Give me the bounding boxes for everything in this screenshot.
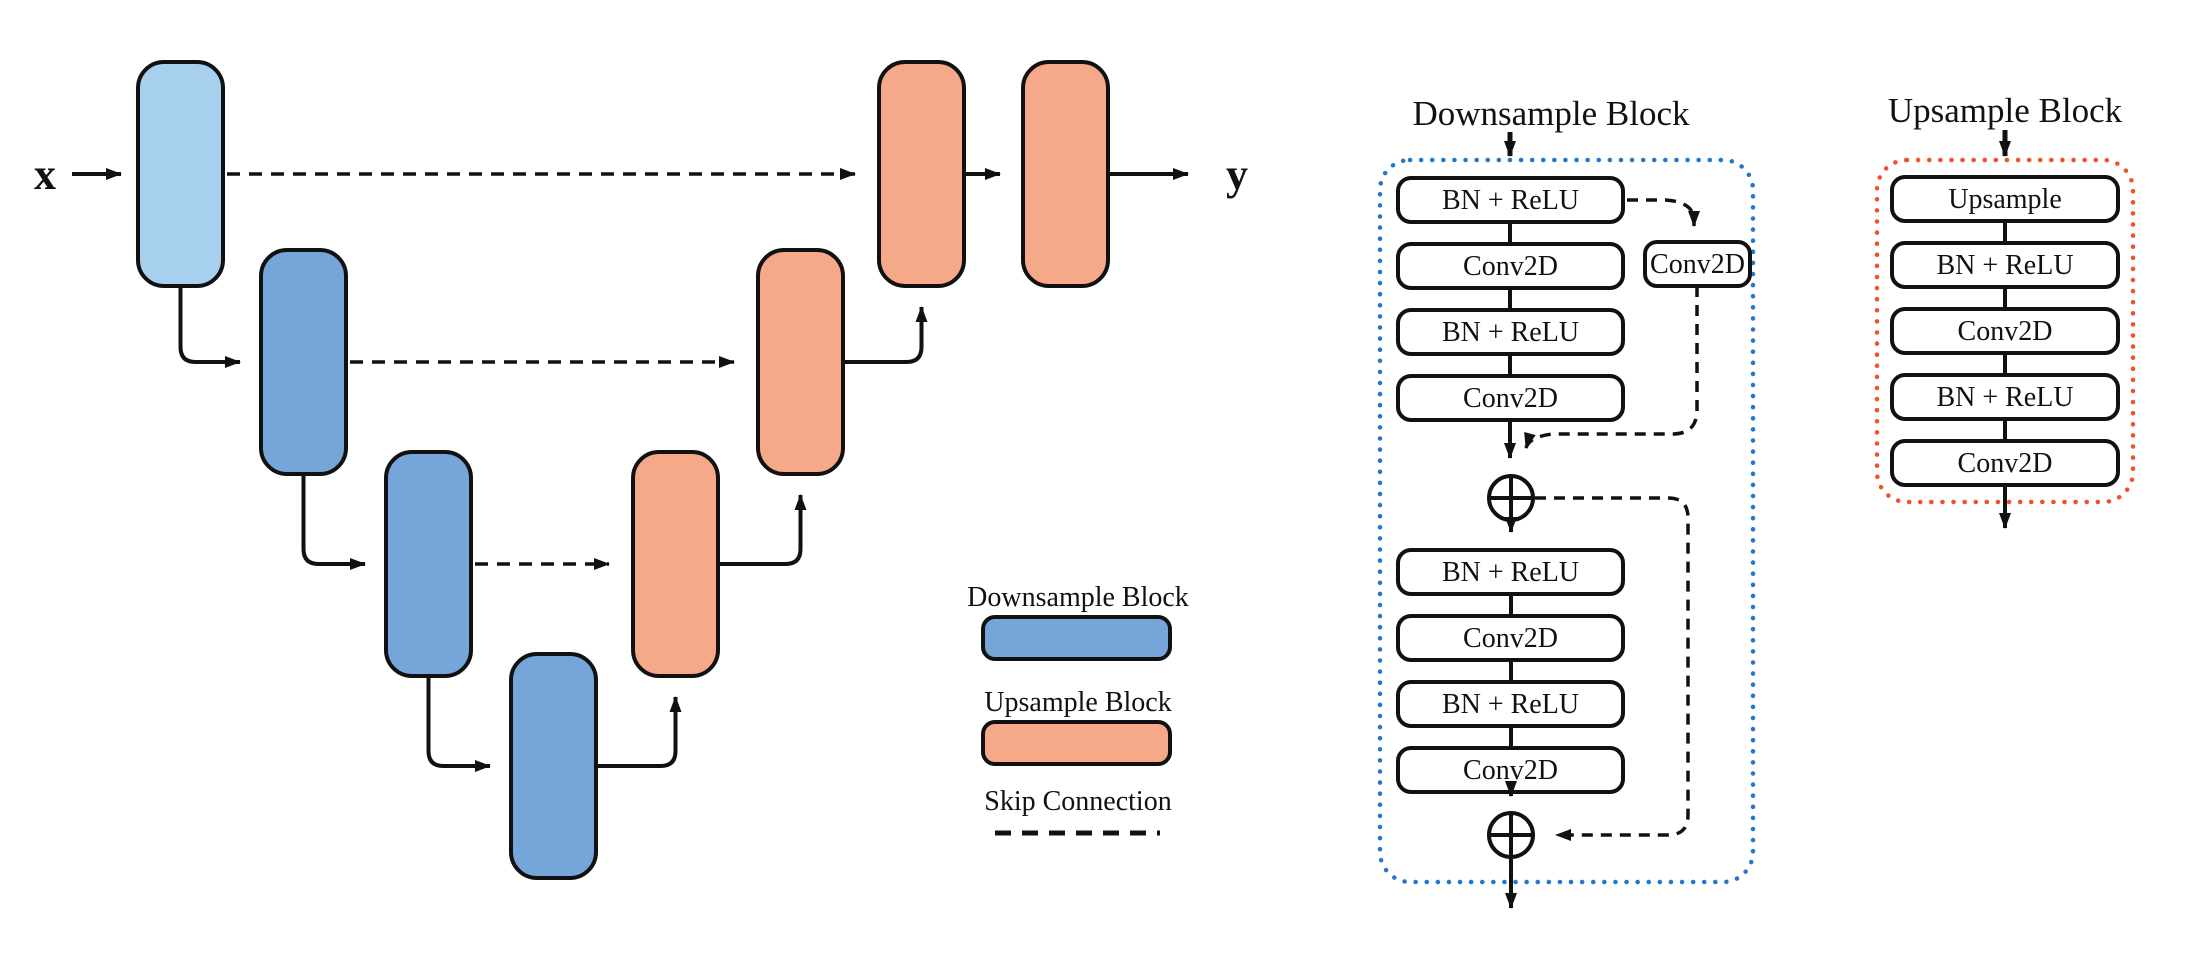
upsample-block-2 [756,248,845,476]
legend-skip-label: Skip Connection [984,786,1171,817]
input-downsample-block-1 [136,60,225,288]
layer-box-conv2d [1890,307,2120,355]
legend-downsample-label: Downsample Block [967,582,1189,613]
layer-box-bn-relu [1890,241,2120,289]
layer-label: BN + ReLU [1442,317,1579,348]
down-connector-2 [301,476,366,570]
layer-box-bn-relu [1396,308,1625,356]
legend-upsample-label: Upsample Block [984,687,1171,718]
layer-label: Conv2D [1958,448,2053,479]
downsample-block-4 [509,652,598,880]
layer-box-conv2d [1396,614,1625,662]
up-connector-3 [845,306,928,364]
legend: Downsample Block Upsample Block Skip Con… [967,582,1189,836]
downsample-block-detail: Downsample Block BN + ReLU Conv2D BN + R… [1377,94,1756,909]
downsample-block-3 [384,450,473,678]
legend-downsample-swatch [981,615,1172,661]
layer-box-bn-relu [1396,176,1625,224]
layer-label: BN + ReLU [1442,689,1579,720]
layer-label: Conv2D [1463,755,1558,786]
layer-label: BN + ReLU [1936,382,2073,413]
layer-label: Conv2D [1463,383,1558,414]
input-label: x [34,150,56,199]
layer-label: Conv2D [1650,249,1745,280]
upsample-block-detail: Upsample Block Upsample BN + ReLU Conv2D… [1874,91,2136,529]
layer-label: Conv2D [1958,316,2053,347]
down-connector-3 [426,678,491,772]
residual-dashed-skip [1535,496,1690,841]
upsample-block-1 [631,450,720,678]
layer-label: Conv2D [1463,251,1558,282]
upsample-dotted-border [1874,157,2136,505]
downsample-detail-title: Downsample Block [1412,94,1690,133]
layer-box-bn-relu [1890,373,2120,421]
layer-label: BN + ReLU [1442,557,1579,588]
layer-box-bn-relu [1396,680,1625,728]
shortcut-dashed-out [1524,286,1699,449]
downsample-dotted-border [1377,157,1756,885]
unet-overview: x y [34,60,1248,880]
downsample-block-2 [259,248,348,476]
upsample-block-3 [877,60,966,288]
shortcut-dashed-in [1627,198,1700,227]
up-connector-2 [720,494,807,566]
layer-box-upsample [1890,175,2120,223]
layer-label: Upsample [1948,184,2062,215]
layer-label: Conv2D [1463,623,1558,654]
output-label: y [1226,150,1248,199]
output-block [1021,60,1110,288]
layer-box-conv2d [1396,242,1625,290]
layer-label: BN + ReLU [1936,250,2073,281]
up-connector-1 [598,696,682,768]
legend-upsample-swatch [981,720,1172,766]
upsample-detail-title: Upsample Block [1888,91,2123,130]
down-connector-1 [178,288,241,368]
layer-label: BN + ReLU [1442,185,1579,216]
layer-box-bn-relu [1396,548,1625,596]
